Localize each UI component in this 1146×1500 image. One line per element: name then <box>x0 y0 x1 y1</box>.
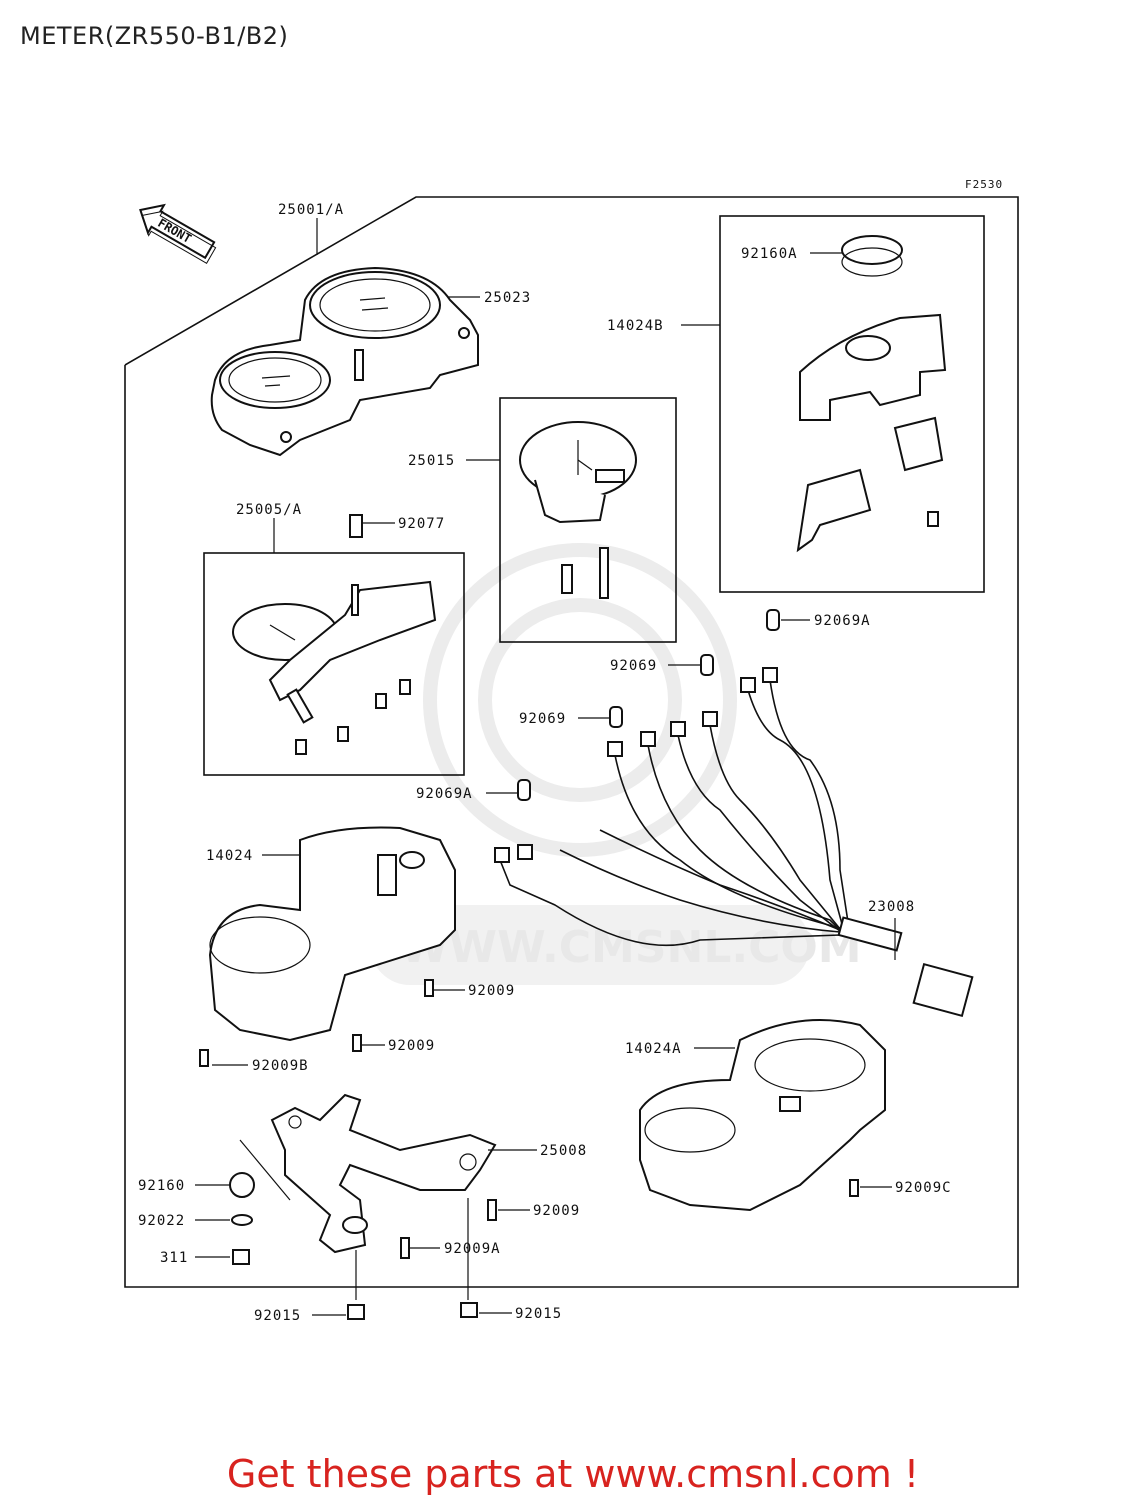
part-label-14024B: 14024B <box>607 318 664 334</box>
part-label-92160: 92160 <box>138 1178 185 1194</box>
part-label-92009-2: 92009 <box>388 1038 435 1054</box>
part-label-92069-1: 92069 <box>610 658 657 674</box>
watermark: WWW.CMSNL.COM <box>370 543 862 985</box>
upper-cover <box>796 235 947 553</box>
part-label-92009-3: 92009 <box>533 1203 580 1219</box>
page-title: METER(ZR550-B1/B2) <box>20 22 289 50</box>
wiring-harness <box>494 667 974 1018</box>
part-label-92160A: 92160A <box>741 246 798 262</box>
part-label-92009A: 92009A <box>444 1241 501 1257</box>
part-label-25008: 25008 <box>540 1143 587 1159</box>
part-label-25015: 25015 <box>408 453 455 469</box>
tachometer <box>519 421 637 599</box>
bulbs <box>517 609 780 801</box>
meter-housing <box>210 266 479 457</box>
watermark-text: WWW.CMSNL.COM <box>400 922 862 973</box>
bottom-cover <box>639 1019 886 1212</box>
box-25005A <box>203 552 465 776</box>
part-label-92015-1: 92015 <box>254 1308 301 1324</box>
part-labels: 25001/A 25023 25015 14024B 92160A 25005/… <box>138 202 952 1324</box>
box-14024B <box>719 215 985 593</box>
speedometer <box>232 514 437 755</box>
figure-code: F2530 <box>965 178 1003 191</box>
part-label-25001A: 25001/A <box>278 202 344 218</box>
part-label-92069-2: 92069 <box>519 711 566 727</box>
part-label-92009B: 92009B <box>252 1058 309 1074</box>
part-label-92015-2: 92015 <box>515 1306 562 1322</box>
part-label-92022: 92022 <box>138 1213 185 1229</box>
footer-link[interactable]: Get these parts at www.cmsnl.com ! <box>226 1452 920 1496</box>
part-label-92077: 92077 <box>398 516 445 532</box>
part-label-92009C: 92009C <box>895 1180 952 1196</box>
bracket <box>199 979 859 1320</box>
part-label-25023: 25023 <box>484 290 531 306</box>
box-25015 <box>499 397 677 643</box>
leader-lines <box>195 218 896 1316</box>
parts-diagram: WWW.CMSNL.COM F2530 FRONT <box>124 178 1019 1324</box>
part-label-25005A: 25005/A <box>236 502 302 518</box>
lower-case <box>208 826 456 1042</box>
diagram-frame <box>124 196 1019 1288</box>
part-label-14024A: 14024A <box>625 1041 682 1057</box>
part-label-92069A-top: 92069A <box>814 613 871 629</box>
part-label-92069A-2: 92069A <box>416 786 473 802</box>
part-label-23008: 23008 <box>868 899 915 915</box>
part-label-311: 311 <box>160 1250 188 1266</box>
part-label-92009-1: 92009 <box>468 983 515 999</box>
front-arrow-icon: FRONT <box>139 203 217 264</box>
part-label-14024: 14024 <box>206 848 253 864</box>
